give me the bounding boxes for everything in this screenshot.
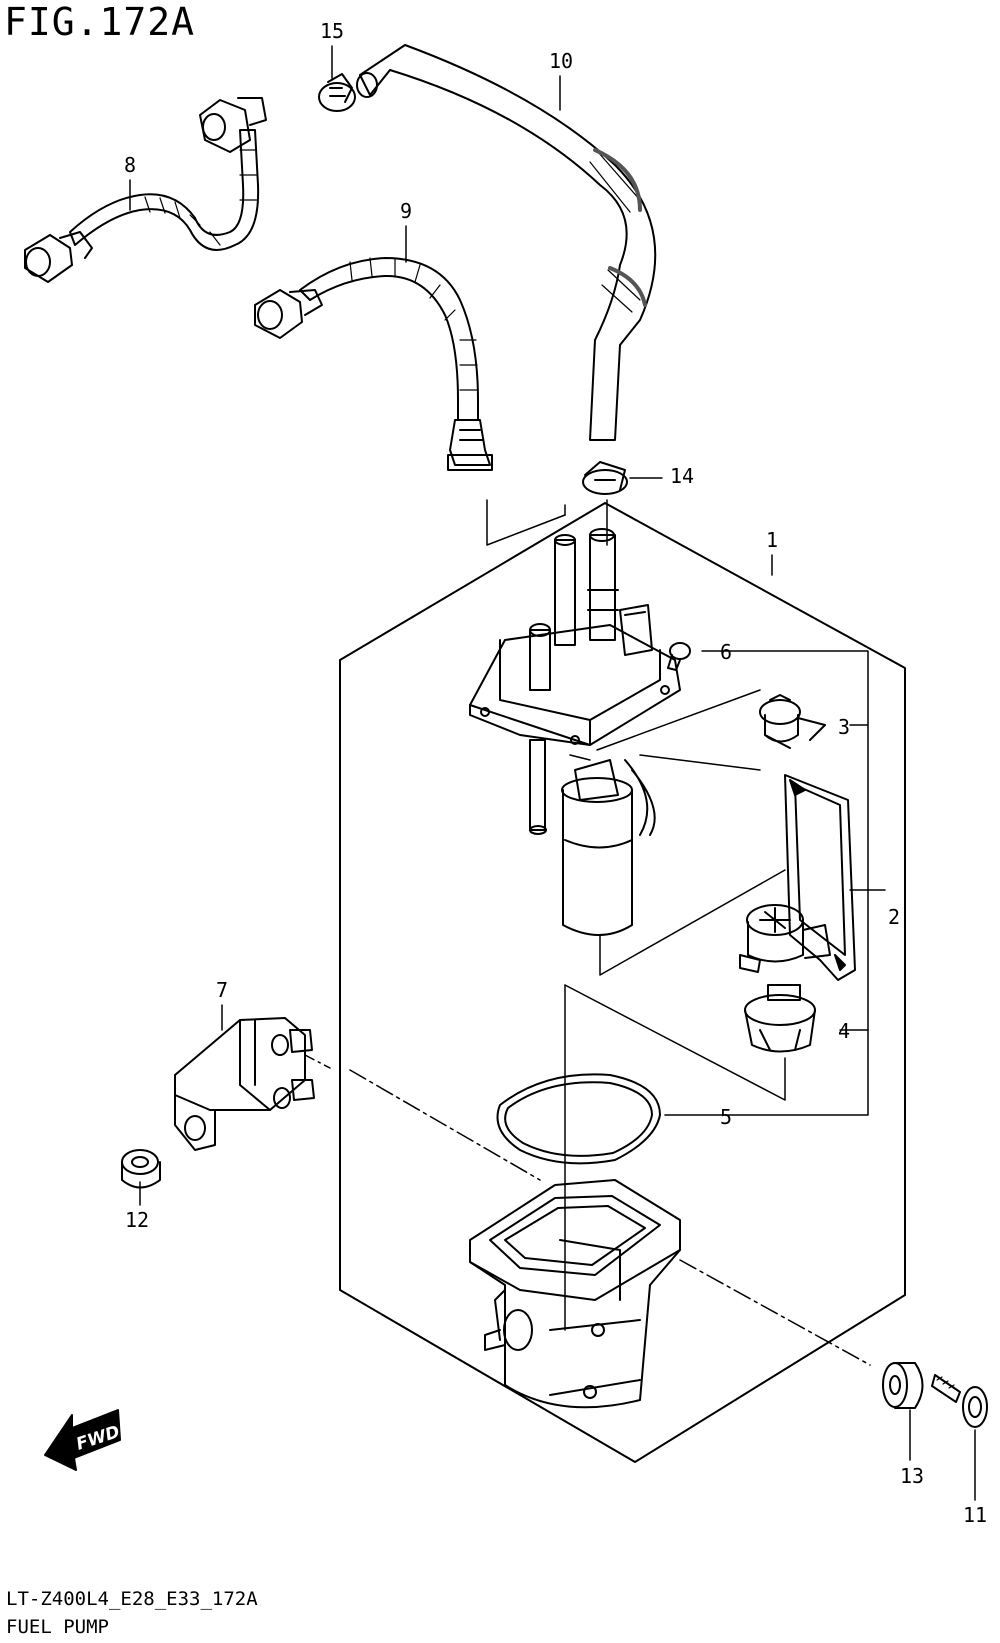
fuel-filter-2 [739, 774, 856, 981]
figure-name: FUEL PUMP [6, 1616, 109, 1638]
callout-7: 7 [216, 978, 228, 1002]
pressure-regulator-3 [759, 694, 826, 749]
model-code: LT-Z400L4_E28_E33_172A [6, 1588, 258, 1610]
callout-1: 1 [766, 528, 778, 552]
callout-2: 2 [888, 905, 900, 929]
callout-15: 15 [320, 19, 344, 43]
forward-direction-arrow: FWD [44, 1409, 122, 1471]
screw-6 [667, 642, 691, 671]
callout-6: 6 [720, 640, 732, 664]
callout-10: 10 [549, 49, 573, 73]
fuel-hose-8 [24, 97, 267, 283]
fuel-hose-9 [254, 257, 493, 471]
grommet-12 [121, 1149, 161, 1206]
callout-11: 11 [963, 1503, 987, 1527]
hose-clamp-15 [318, 73, 356, 112]
callout-8: 8 [124, 153, 136, 177]
fuel-pump-motor [561, 759, 656, 936]
callout-14: 14 [670, 464, 694, 488]
callout-3: 3 [838, 715, 850, 739]
callout-9: 9 [400, 199, 412, 223]
bracket-7 [174, 1017, 315, 1151]
figure-title: FIG.172A [4, 0, 196, 44]
callout-4: 4 [838, 1019, 850, 1043]
callout-5: 5 [720, 1105, 732, 1129]
gasket-5 [496, 1073, 661, 1165]
hose-clamp-14 [582, 461, 628, 495]
filter-holder-4 [744, 984, 816, 1053]
assembly-outline [339, 502, 906, 1463]
bolt-11 [931, 1374, 988, 1501]
pump-case [469, 1179, 681, 1409]
callout-13: 13 [900, 1464, 924, 1488]
callout-12: 12 [125, 1208, 149, 1232]
pump-top-cover [469, 528, 681, 835]
fuel-hose [356, 44, 657, 441]
grommet-13 [882, 1362, 924, 1461]
